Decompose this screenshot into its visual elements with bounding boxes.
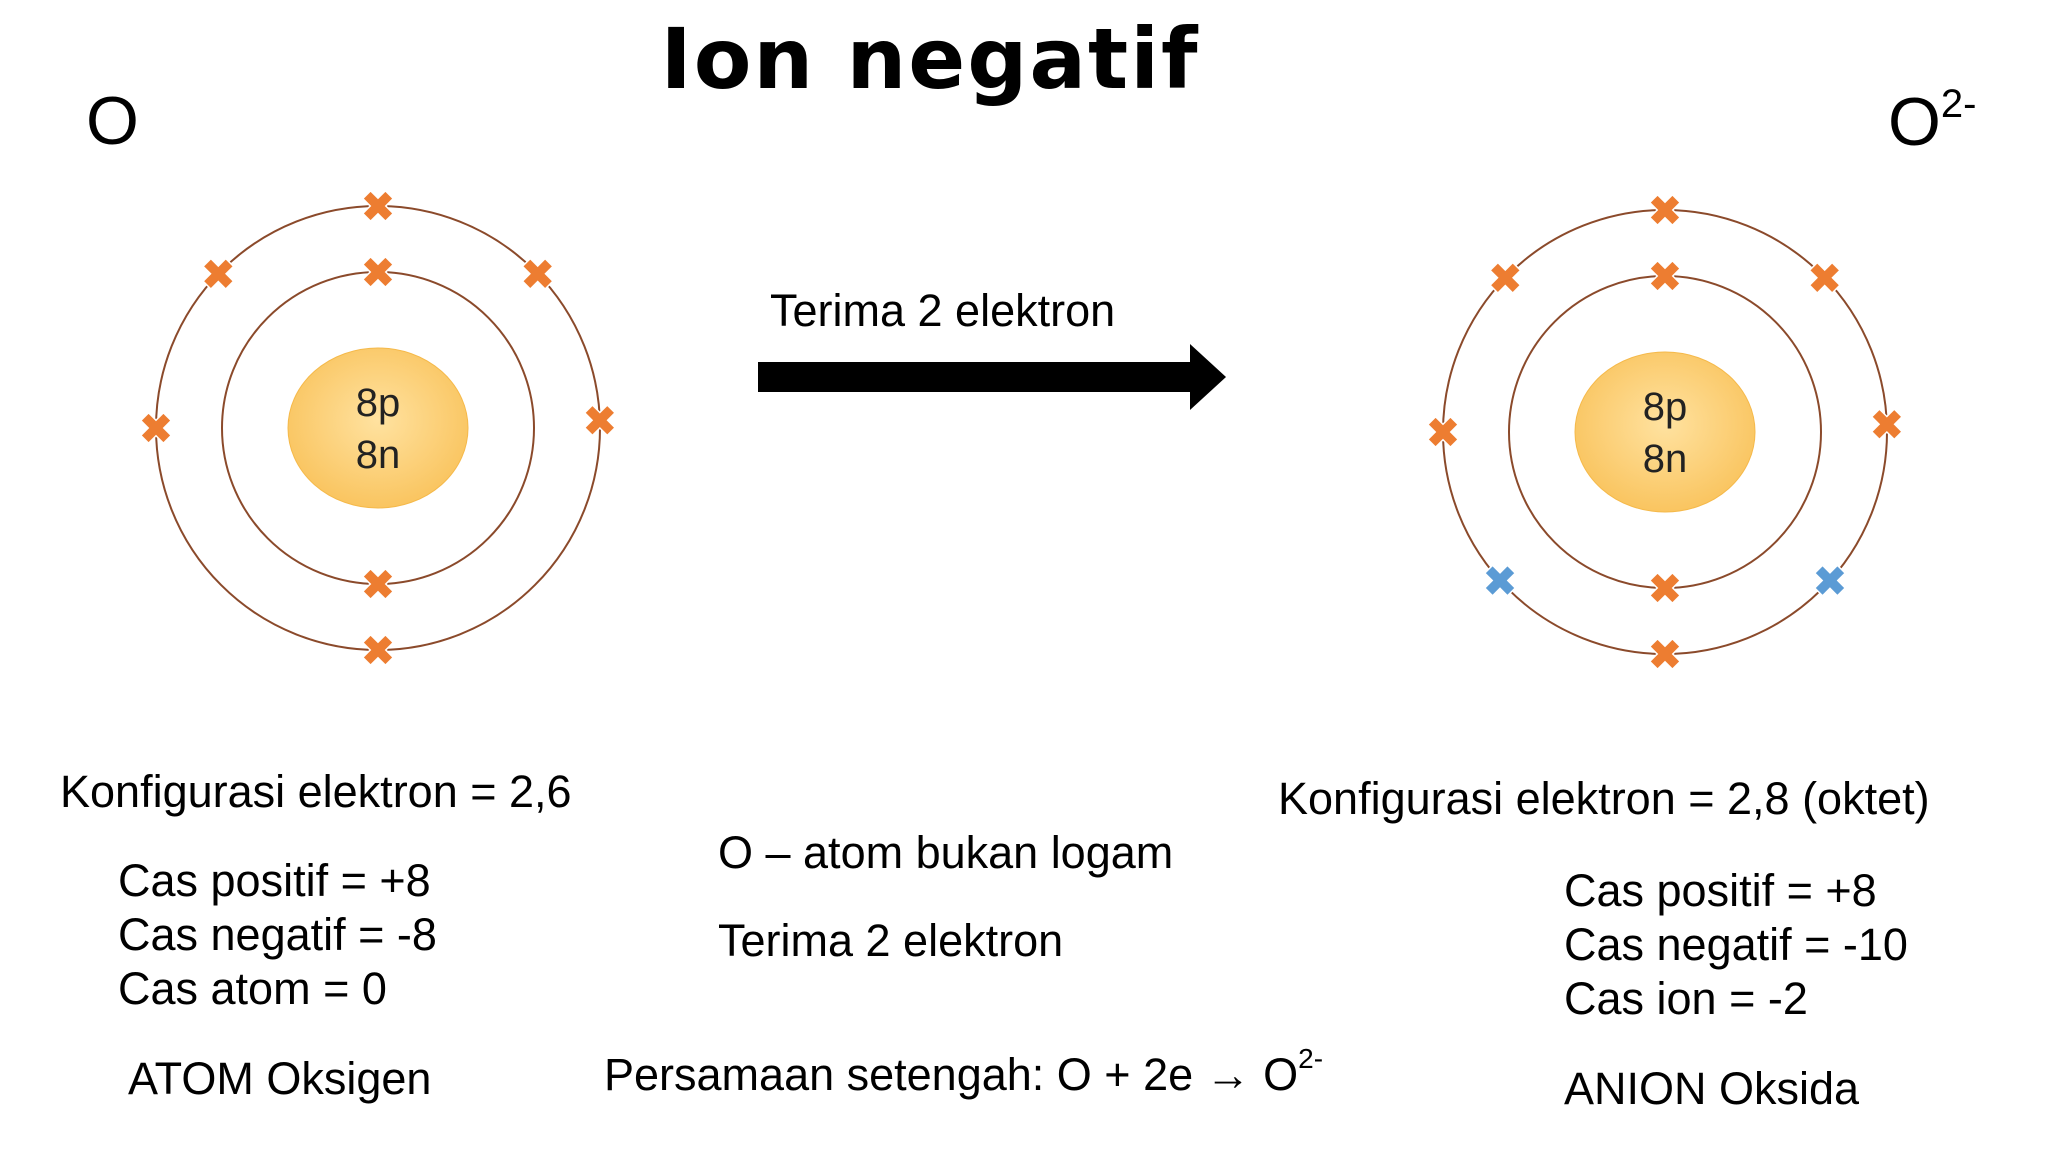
electron-icon xyxy=(139,411,173,445)
atom-diagram: 8p 8n xyxy=(139,189,617,667)
atom-protons-label: 8p xyxy=(356,381,401,425)
ion-charge-superscript: 2- xyxy=(1940,82,1977,126)
atom-nucleus xyxy=(287,347,469,509)
electron-icon xyxy=(1489,261,1522,295)
electron-icon xyxy=(1648,259,1682,293)
half-equation: Persamaan setengah: O + 2e → O2- xyxy=(604,1032,1323,1102)
gained-electron-icon xyxy=(1483,564,1517,597)
electron-icon xyxy=(1870,407,1904,441)
atom-charge-negative: Cas negatif = -8 xyxy=(118,909,437,960)
atom-electrons xyxy=(139,189,617,667)
atom-charge-positive: Cas positif = +8 xyxy=(118,855,431,906)
electron-icon xyxy=(583,403,617,437)
half-equation-text: Persamaan setengah: O + 2e → O xyxy=(604,1049,1299,1100)
atom-charges: Cas positif = +8 Cas negatif = -8 Cas at… xyxy=(118,854,437,1016)
arrow-head xyxy=(1190,344,1226,410)
middle-line-1: O – atom bukan logam xyxy=(718,827,1174,878)
arrow-label: Terima 2 elektron xyxy=(770,285,1116,336)
ion-nucleus xyxy=(1574,351,1756,513)
page-title: Ion negatif xyxy=(660,10,1200,108)
atom-neutrons-label: 8n xyxy=(356,433,401,477)
middle-line-2: Terima 2 elektron xyxy=(718,915,1064,966)
electron-icon xyxy=(1808,261,1841,295)
electron-icon xyxy=(1648,637,1682,671)
electron-icon xyxy=(361,633,395,667)
ion-protons-label: 8p xyxy=(1643,385,1688,429)
atom-configuration: Konfigurasi elektron = 2,6 xyxy=(60,766,572,817)
electron-icon xyxy=(1426,415,1460,449)
ion-charge-total: Cas ion = -2 xyxy=(1564,973,1808,1024)
ion-charge-positive: Cas positif = +8 xyxy=(1564,865,1877,916)
electron-icon xyxy=(361,255,395,289)
arrow-icon xyxy=(758,344,1226,410)
electron-icon xyxy=(361,567,395,601)
ion-charges: Cas positif = +8 Cas negatif = -10 Cas i… xyxy=(1564,864,1908,1026)
ion-configuration: Konfigurasi elektron = 2,8 (oktet) xyxy=(1278,773,1930,824)
half-equation-superscript: 2- xyxy=(1298,1043,1324,1074)
ion-symbol-base: O xyxy=(1888,84,1941,160)
atom-symbol: O xyxy=(86,83,139,159)
electron-icon xyxy=(361,189,395,223)
ion-label: ANION Oksida xyxy=(1564,1063,1860,1114)
ion-charge-negative: Cas negatif = -10 xyxy=(1564,919,1908,970)
electron-icon xyxy=(202,257,235,291)
ion-diagram: 8p 8n xyxy=(1426,193,1904,671)
arrow-shaft xyxy=(758,362,1198,392)
electron-icon xyxy=(1648,193,1682,227)
atom-label: ATOM Oksigen xyxy=(128,1053,432,1104)
gained-electron-icon xyxy=(1813,564,1847,597)
electron-icon xyxy=(521,257,554,291)
atom-charge-total: Cas atom = 0 xyxy=(118,963,387,1014)
ion-electrons xyxy=(1426,193,1904,671)
electron-icon xyxy=(1648,571,1682,605)
ion-neutrons-label: 8n xyxy=(1643,437,1688,481)
ion-symbol: O2- xyxy=(1888,82,1976,161)
